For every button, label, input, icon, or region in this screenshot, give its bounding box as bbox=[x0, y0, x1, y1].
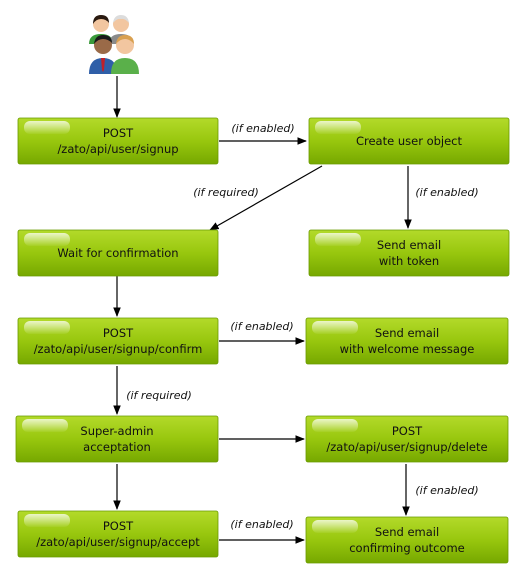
box-create-user-line-1: Create user object bbox=[356, 134, 463, 148]
edge-label-confirm-superadmin: (if required) bbox=[126, 389, 192, 402]
box-post-confirm: POST /zato/api/user/signup/confirm bbox=[17, 317, 219, 365]
users-group-icon bbox=[89, 15, 139, 74]
box-post-delete: POST /zato/api/user/signup/delete bbox=[305, 415, 509, 463]
box-post-delete-line-2: /zato/api/user/signup/delete bbox=[326, 440, 487, 454]
box-send-welcome: Send email with welcome message bbox=[305, 317, 509, 365]
arrow-create-to-wait bbox=[209, 165, 323, 231]
box-super-admin-line-1: Super-admin bbox=[80, 424, 153, 438]
box-wait-confirm: Wait for confirmation bbox=[17, 229, 219, 277]
boxes: POST /zato/api/user/signup Create user o… bbox=[15, 117, 510, 564]
box-signup-line-1: POST bbox=[103, 126, 134, 140]
box-send-outcome-line-2: confirming outcome bbox=[349, 541, 465, 555]
box-super-admin-line-2: acceptation bbox=[83, 440, 151, 454]
box-post-delete-line-1: POST bbox=[392, 424, 423, 438]
box-post-confirm-line-1: POST bbox=[103, 326, 134, 340]
box-wait-confirm-line-1: Wait for confirmation bbox=[57, 246, 178, 260]
edge-label-delete-outcome: (if enabled) bbox=[415, 484, 478, 497]
box-super-admin: Super-admin acceptation bbox=[15, 415, 219, 463]
box-send-outcome-line-1: Send email bbox=[375, 525, 439, 539]
box-post-accept-line-1: POST bbox=[103, 519, 134, 533]
arrows bbox=[113, 76, 412, 544]
edge-label-create-token: (if enabled) bbox=[415, 186, 478, 199]
box-post-confirm-line-2: /zato/api/user/signup/confirm bbox=[34, 342, 203, 356]
box-create-user: Create user object bbox=[308, 117, 510, 165]
box-post-accept-line-2: /zato/api/user/signup/accept bbox=[36, 535, 200, 549]
box-send-welcome-line-2: with welcome message bbox=[340, 342, 475, 356]
box-send-token-line-2: with token bbox=[379, 254, 439, 268]
box-signup-line-2: /zato/api/user/signup bbox=[57, 142, 178, 156]
box-send-welcome-line-1: Send email bbox=[375, 326, 439, 340]
box-send-token-line-1: Send email bbox=[377, 238, 441, 252]
edge-labels: (if enabled) (if required) (if enabled) … bbox=[126, 122, 478, 531]
edge-label-confirm-welcome: (if enabled) bbox=[230, 320, 293, 333]
edge-label-accept-outcome: (if enabled) bbox=[230, 518, 293, 531]
box-post-accept: POST /zato/api/user/signup/accept bbox=[17, 510, 219, 558]
box-signup: POST /zato/api/user/signup bbox=[17, 117, 219, 165]
edge-label-create-wait: (if required) bbox=[193, 186, 259, 199]
box-send-outcome: Send email confirming outcome bbox=[305, 516, 509, 564]
edge-label-signup-create: (if enabled) bbox=[231, 122, 294, 135]
box-send-token: Send email with token bbox=[308, 229, 510, 277]
